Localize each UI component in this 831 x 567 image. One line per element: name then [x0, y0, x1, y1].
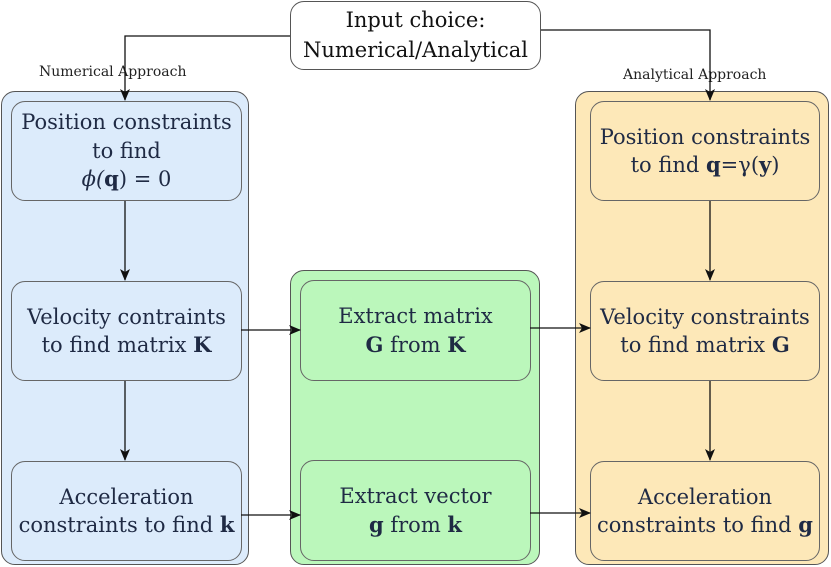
analytical-velocity-line1: Velocity constraints	[600, 304, 810, 329]
input-choice-line1: Input choice:	[345, 8, 486, 33]
numerical-position-line1: Position constraints	[21, 110, 232, 135]
matrix-K-symbol: K	[193, 332, 212, 357]
analytical-approach-panel: Position constraints to find q=γ(y) Velo…	[575, 91, 829, 565]
phi-symbol: ϕ(	[81, 167, 105, 192]
matrix-K-symbol: K	[447, 331, 466, 357]
numerical-approach-panel: Position constraints to find ϕ(q) = 0 Ve…	[1, 91, 249, 565]
numerical-velocity-line1: Velocity contraints	[27, 304, 226, 329]
numerical-acceleration-constraints-box: Acceleration constraints to find k	[11, 461, 242, 561]
numerical-acceleration-line2: constraints to find	[18, 513, 220, 537]
vector-g-symbol: g	[369, 511, 384, 537]
numerical-velocity-line2: to find matrix	[41, 333, 194, 357]
numerical-acceleration-line1: Acceleration	[59, 484, 194, 509]
equation-end: ) = 0	[118, 167, 172, 192]
extraction-panel: Extract matrix G from K Extract vector g…	[290, 270, 540, 565]
numerical-position-line2: to find	[92, 138, 161, 163]
arrow-input-to-analytical	[541, 29, 715, 101]
numerical-position-equation: ϕ(q) = 0	[21, 165, 232, 193]
vector-k-symbol: k	[219, 512, 235, 537]
matrix-G-symbol: G	[365, 331, 384, 357]
analytical-velocity-line2: to find matrix	[620, 333, 772, 357]
analytical-acceleration-constraints-box: Acceleration constraints to find g	[590, 461, 820, 561]
analytical-velocity-constraints-box: Velocity constraints to find matrix G	[590, 281, 820, 381]
extract-vector-line1: Extract vector	[339, 484, 492, 509]
vector-k-symbol: k	[447, 511, 462, 537]
numerical-approach-label: Numerical Approach	[39, 64, 187, 80]
input-choice-box: Input choice: Numerical/Analytical	[290, 1, 541, 70]
matrix-G-symbol: G	[771, 332, 790, 357]
close-paren: )	[771, 153, 780, 177]
analytical-position-constraints-box: Position constraints to find q=γ(y)	[590, 101, 820, 201]
from-text: from	[383, 332, 448, 357]
analytical-acceleration-line1: Acceleration	[637, 484, 773, 509]
analytical-position-line1: Position constraints	[599, 124, 811, 149]
numerical-position-constraints-box: Position constraints to find ϕ(q) = 0	[11, 101, 242, 201]
numerical-velocity-constraints-box: Velocity contraints to find matrix K	[11, 281, 242, 381]
q-symbol: q	[104, 166, 119, 192]
gamma-function: =γ(	[720, 153, 760, 177]
extract-matrix-box: Extract matrix G from K	[300, 280, 531, 381]
vector-g-symbol: g	[798, 512, 813, 537]
y-symbol: y	[759, 152, 772, 177]
analytical-acceleration-line2: constraints to find	[597, 513, 799, 537]
extract-vector-box: Extract vector g from k	[300, 460, 531, 561]
input-choice-line2: Numerical/Analytical	[302, 37, 528, 62]
extract-matrix-line1: Extract matrix	[338, 304, 493, 329]
arrow-input-to-numerical	[120, 35, 290, 101]
analytical-position-line2: to find	[630, 153, 706, 177]
analytical-approach-label: Analytical Approach	[623, 67, 767, 83]
q-symbol: q	[705, 152, 721, 177]
from-text: from	[383, 512, 448, 537]
